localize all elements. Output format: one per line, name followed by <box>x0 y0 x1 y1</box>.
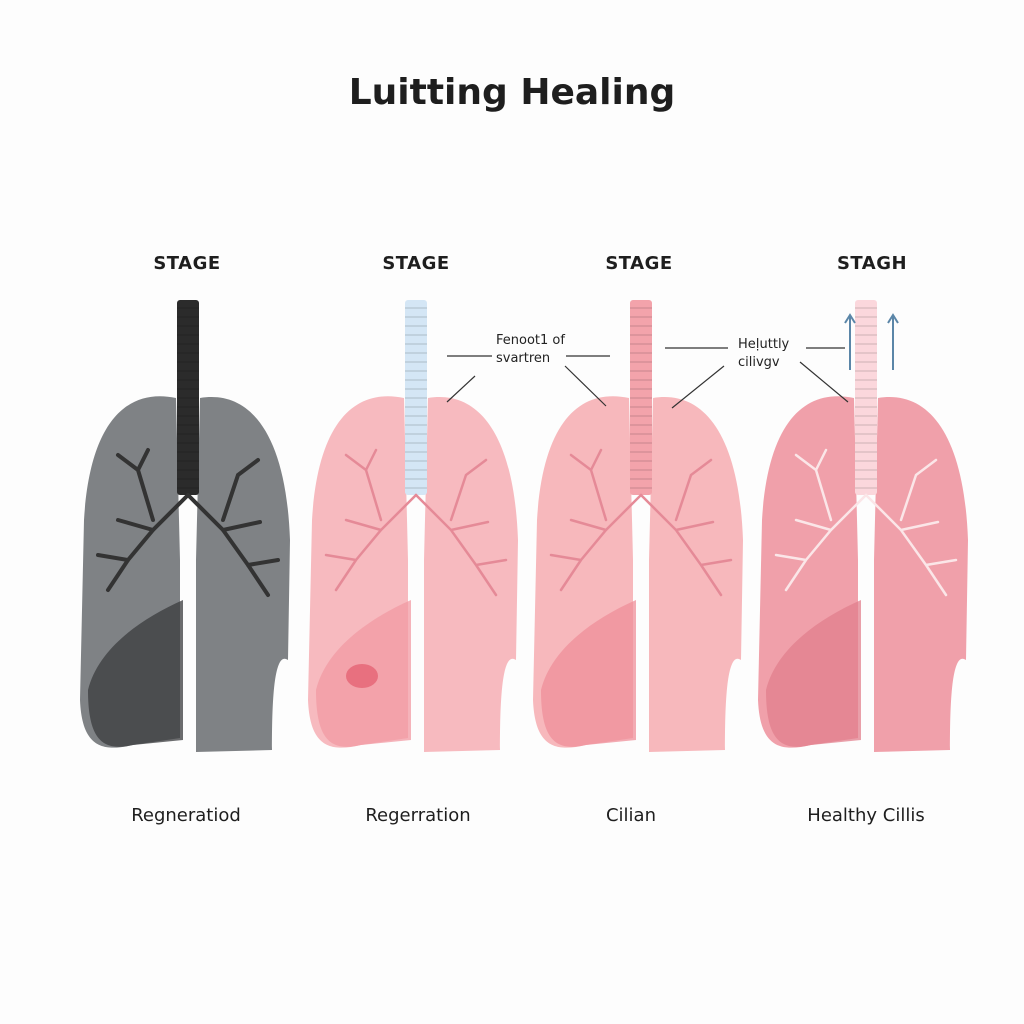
bronchi-4-2 <box>864 493 958 597</box>
stage-label-2: STAGE <box>382 253 450 274</box>
annotation-1-line1: Fenoot1 of <box>496 333 565 348</box>
stage-label-4: STAGH <box>836 253 908 274</box>
bronchi-3-1 <box>549 493 643 592</box>
stage-label-3: STAGE <box>605 253 673 274</box>
trachea-4 <box>855 300 877 495</box>
lower-lobe-3 <box>541 600 636 747</box>
annotation-1: Fenoot1 of svartren <box>496 332 565 368</box>
annotation-2-line2: cilivgv <box>738 355 780 370</box>
bronchi-2-2 <box>414 493 508 597</box>
airflow-arrowhead-2 <box>887 313 899 324</box>
bronchi-2-3 <box>344 448 488 522</box>
lesion-stage-2 <box>346 664 378 688</box>
caption-3: Cilian <box>605 805 656 826</box>
leader-line-7 <box>671 365 725 409</box>
trachea-3 <box>630 300 652 495</box>
diagram-title: Luitting Healing <box>348 72 676 113</box>
caption-2: Regerration <box>365 805 471 826</box>
right-lung-3 <box>649 397 743 752</box>
bronchi-1-2 <box>186 493 280 597</box>
right-lung-2 <box>424 397 518 752</box>
leader-line-4 <box>564 365 607 407</box>
leader-line-3 <box>446 375 476 403</box>
lower-lobe-1 <box>88 600 183 747</box>
bronchi-2-1 <box>324 493 418 592</box>
annotation-1-line2: svartren <box>496 351 551 366</box>
caption-4: Healthy Cillis <box>807 805 925 826</box>
leader-line-8 <box>799 361 849 403</box>
bronchi-1-3 <box>116 448 260 522</box>
stage-label-1: STAGE <box>153 253 221 274</box>
right-lung-4 <box>874 397 968 752</box>
bronchi-4-3 <box>794 448 938 522</box>
bronchi-4-1 <box>774 493 868 592</box>
trachea-2 <box>405 300 427 495</box>
caption-1: Regneratiod <box>131 805 241 826</box>
bronchi-3-3 <box>569 448 713 522</box>
annotation-2: Heḷuttly cilivgv <box>738 336 789 372</box>
bronchi-3-2 <box>639 493 733 597</box>
right-lung-1 <box>196 397 290 752</box>
airflow-arrowhead-1 <box>844 313 856 324</box>
lower-lobe-4 <box>766 600 861 747</box>
trachea-1 <box>177 300 199 495</box>
bronchi-1-1 <box>96 493 190 592</box>
annotation-2-line1: Heḷuttly <box>738 337 790 352</box>
